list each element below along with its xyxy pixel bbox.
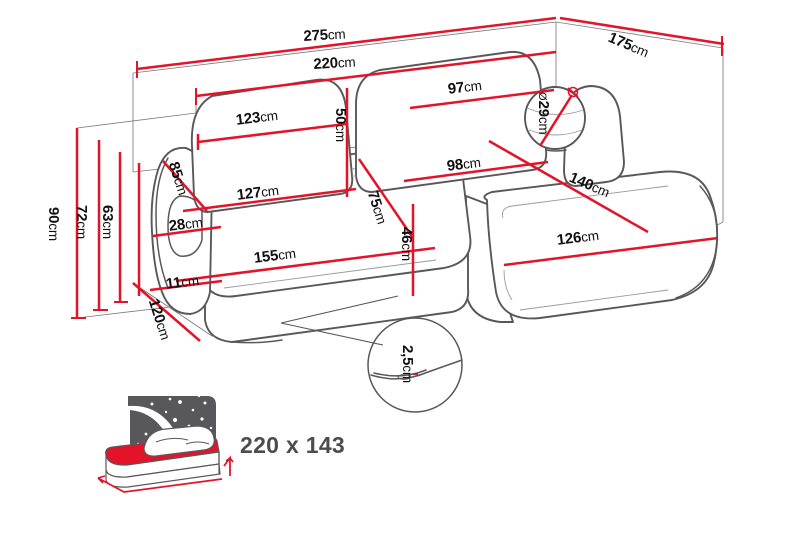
sofa-outline [150,51,719,344]
leg-detail-callout [280,295,463,413]
sleeping-area-icon [97,394,234,493]
sleeping-area-label: 220 x 143 [240,432,346,458]
dimension-lines [71,16,725,342]
